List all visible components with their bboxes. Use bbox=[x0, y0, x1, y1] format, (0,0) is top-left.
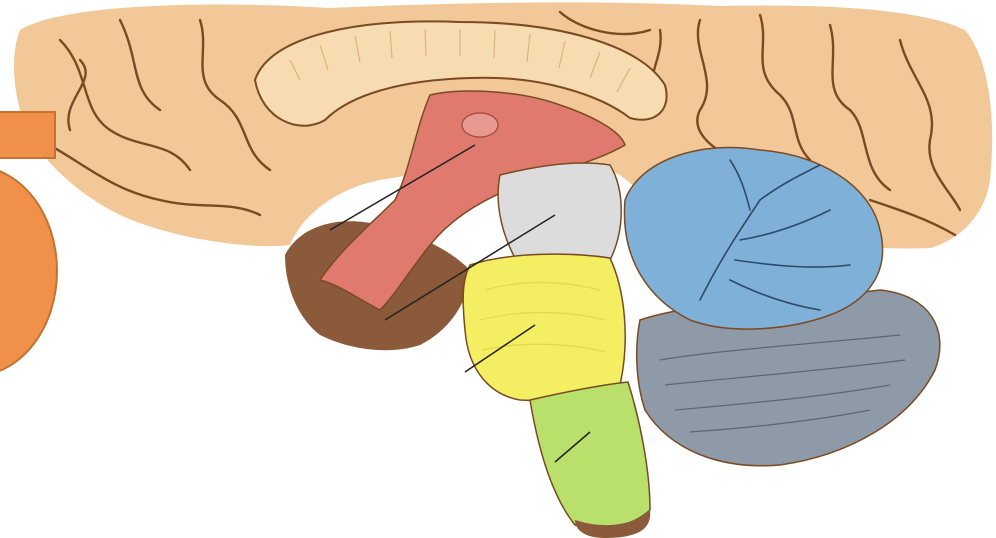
thalamus-nucleus bbox=[462, 113, 498, 137]
pons bbox=[463, 254, 625, 400]
midbrain bbox=[498, 163, 621, 261]
orange-rectangle-icon bbox=[0, 111, 56, 159]
medulla-oblongata bbox=[530, 382, 650, 528]
